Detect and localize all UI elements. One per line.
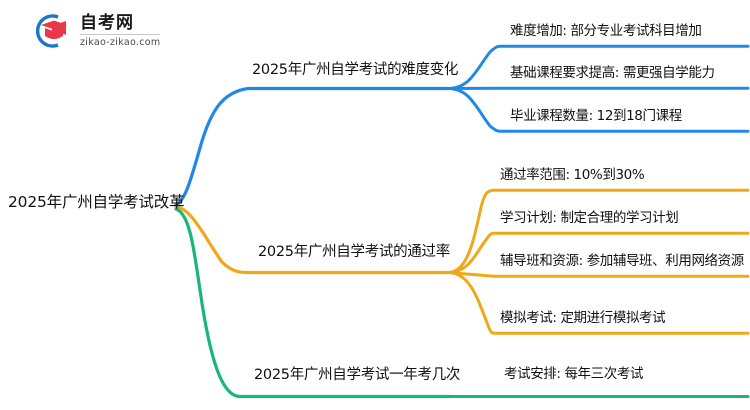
mindmap-branch-node[interactable]: 2025年广州自学考试的通过率 (258, 244, 450, 260)
mindmap-root-node[interactable]: 2025年广州自学考试改革 (8, 193, 185, 211)
logo-title: 自考网 (80, 13, 161, 35)
logo-text-block: 自考网 zikao-zikao.com (80, 11, 161, 51)
mindmap-leaf-node[interactable]: 通过率范围: 10%到30% (500, 167, 645, 183)
mindmap-branch-node[interactable]: 2025年广州自学考试一年考几次 (254, 367, 461, 383)
branch-connector-passrate (174, 188, 750, 335)
mindmap-leaf-node[interactable]: 学习计划: 制定合理的学习计划 (500, 210, 679, 226)
mindmap-leaf-node[interactable]: 辅导班和资源: 参加辅导班、利用网络资源 (500, 253, 744, 269)
mindmap-leaf-node[interactable]: 毕业课程数量: 12到18门课程 (510, 108, 682, 124)
mindmap-leaf-node[interactable]: 模拟考试: 定期进行模拟考试 (500, 310, 666, 326)
branch-connector-difficulty (174, 44, 750, 207)
graduation-cap-logo-icon (28, 11, 74, 51)
mindmap-leaf-node[interactable]: 基础课程要求提高: 需更强自学能力 (510, 65, 715, 81)
site-logo: 自考网 zikao-zikao.com (28, 10, 161, 52)
logo-url: zikao-zikao.com (80, 36, 161, 48)
branch-connector-frequency (174, 207, 750, 399)
mindmap-leaf-node[interactable]: 难度增加: 部分专业考试科目增加 (510, 23, 702, 39)
mindmap-branch-node[interactable]: 2025年广州自学考试的难度变化 (252, 62, 459, 78)
mindmap-leaf-node[interactable]: 考试安排: 每年三次考试 (504, 366, 644, 382)
